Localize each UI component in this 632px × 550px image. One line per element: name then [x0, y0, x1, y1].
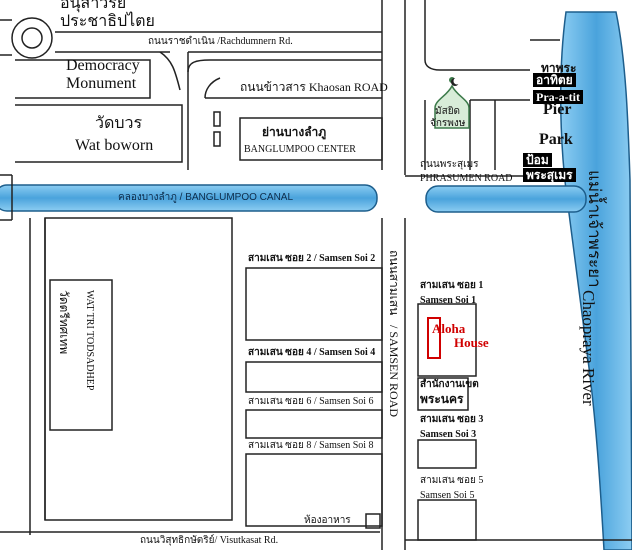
samsen-soi-3-thai-label: สามเสน ซอย 3	[420, 414, 484, 425]
rachdumnern-road-label: ถนนราชดำเนิน /Rachdumnern Rd.	[148, 36, 293, 47]
aloha-house-label-1: Aloha	[432, 321, 466, 336]
samsen-soi-5-thai-label: สามเสน ซอย 5	[420, 475, 484, 486]
district-office-thai-label-2: พระนคร	[420, 392, 464, 406]
canal-label: คลองบางลำภู / BANGLUMPOO CANAL	[118, 192, 294, 203]
district-office-thai-label-1: สำนักงานเขต	[420, 379, 479, 390]
wat-bowon-label: Wat boworn	[75, 137, 154, 154]
mosque-thai-label-1: มัสยิด	[435, 106, 461, 117]
democracy-monument-thai-label-1: อนุสาวรีย	[60, 0, 127, 12]
samsen-road-label: / SAMSEN ROAD	[387, 325, 401, 418]
banglumpoo-center-thai-label: ย่านบางลำภู	[262, 125, 327, 139]
chaopraya-river	[560, 11, 632, 550]
samsen-soi-1-label: Samsen Soi 1	[420, 295, 477, 306]
samsen-soi-4-label: สามเสน ซอย 4 / Samsen Soi 4	[248, 347, 376, 358]
park-label: Park	[539, 131, 573, 148]
wat-bowon-thai-label: วัดบวร	[95, 115, 143, 132]
star-crescent-icon	[451, 77, 461, 86]
democracy-monument-thai-label-2: ประชาธิปไตย	[60, 13, 155, 30]
samsen-road-thai-label: ถนนสามเสน	[387, 250, 401, 316]
samsen-soi-6-label: สามเสน ซอย 6 / Samsen Soi 6	[248, 396, 374, 407]
democracy-monument-label-1: Democracy	[66, 57, 140, 74]
aloha-house-label-2: House	[454, 335, 489, 350]
visutkasat-road-label: ถนนวิสุทธิกษัตริย์/ Visutkasat Rd.	[140, 535, 279, 546]
pier-label: Pier	[543, 101, 572, 118]
park-thai-label-2: พระสุเมร	[523, 168, 576, 182]
wat-tri-todsadhep-label: WAT TRI TODSADHEP	[84, 290, 95, 391]
samsen-soi-8-label: สามเสน ซอย 8 / Samsen Soi 8	[248, 440, 374, 451]
banglumpoo-canal	[0, 184, 378, 212]
banglumpoo-center-label: BANGLUMPOO CENTER	[244, 144, 356, 155]
mosque-thai-label-2: จักรพงษ	[430, 118, 466, 129]
phrasumen-road-thai-label: ถนนพระสุเมร	[420, 159, 479, 170]
restroom-label: ห้องอาหาร	[304, 515, 351, 526]
pier-thai-label-3: Pra-a-tit	[533, 90, 583, 104]
democracy-monument-label-2: Monument	[66, 75, 137, 92]
samsen-soi-5-label: Samsen Soi 5	[420, 490, 475, 501]
wat-tri-todsadhep-thai-label: วัดตรีทศเทพ	[57, 290, 71, 355]
pier-thai-label-1: ทาพระ	[541, 61, 577, 75]
park-thai-label-1: ป้อม	[523, 153, 552, 167]
river-thai-label: แม่น้ำเจ้าพระยา	[585, 170, 604, 288]
canal-east	[425, 185, 587, 213]
samsen-soi-1-thai-label: สามเสน ซอย 1	[420, 280, 484, 291]
samsen-soi-3-label: Samsen Soi 3	[420, 429, 477, 440]
pier-thai-label-2: อาทิตย	[533, 73, 576, 87]
khaosan-road-label: ถนนข้าวสาร Khaosan ROAD	[240, 80, 388, 94]
phrasumen-road-label: PHRASUMEN ROAD	[420, 173, 513, 184]
samsen-soi-2-label: สามเสน ซอย 2 / Samsen Soi 2	[248, 253, 376, 264]
river-label: Chaopraya River	[579, 290, 598, 406]
